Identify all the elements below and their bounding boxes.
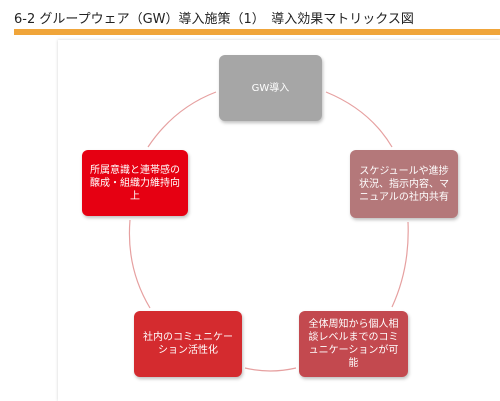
node-belonging-solidarity: 所属意識と連帯感の醸成・組織力維持向上	[82, 150, 188, 216]
title-underline	[14, 29, 500, 35]
page-title: 6-2 グループウェア（GW）導入施策（1） 導入効果マトリックス図	[14, 12, 414, 27]
header: 6-2 グループウェア（GW）導入施策（1） 導入効果マトリックス図	[0, 0, 500, 34]
node-label: 社内のコミュニケーション活性化	[143, 332, 233, 356]
connector-belong-to-gw	[147, 91, 217, 148]
node-communication-range: 全体周知から個人相談レベルまでのコミュニケーションが可能	[299, 311, 408, 377]
node-gw-introduction: GW導入	[219, 55, 322, 121]
node-label: 全体周知から個人相談レベルまでのコミュニケーションが可能	[308, 319, 399, 369]
node-label: GW導入	[251, 82, 290, 94]
connector-comm-to-internal	[244, 367, 297, 372]
node-label: スケジュールや進捗状況、指示内容、マニュアルの社内共有	[359, 165, 449, 203]
connector-schedule-to-comm	[391, 221, 409, 308]
connector-gw-to-schedule	[325, 91, 393, 148]
node-schedule-sharing: スケジュールや進捗状況、指示内容、マニュアルの社内共有	[350, 150, 458, 218]
node-internal-communication: 社内のコミュニケーション活性化	[134, 311, 242, 377]
connector-internal-to-belong	[128, 219, 151, 309]
node-label: 所属意識と連帯感の醸成・組織力維持向上	[90, 164, 180, 202]
